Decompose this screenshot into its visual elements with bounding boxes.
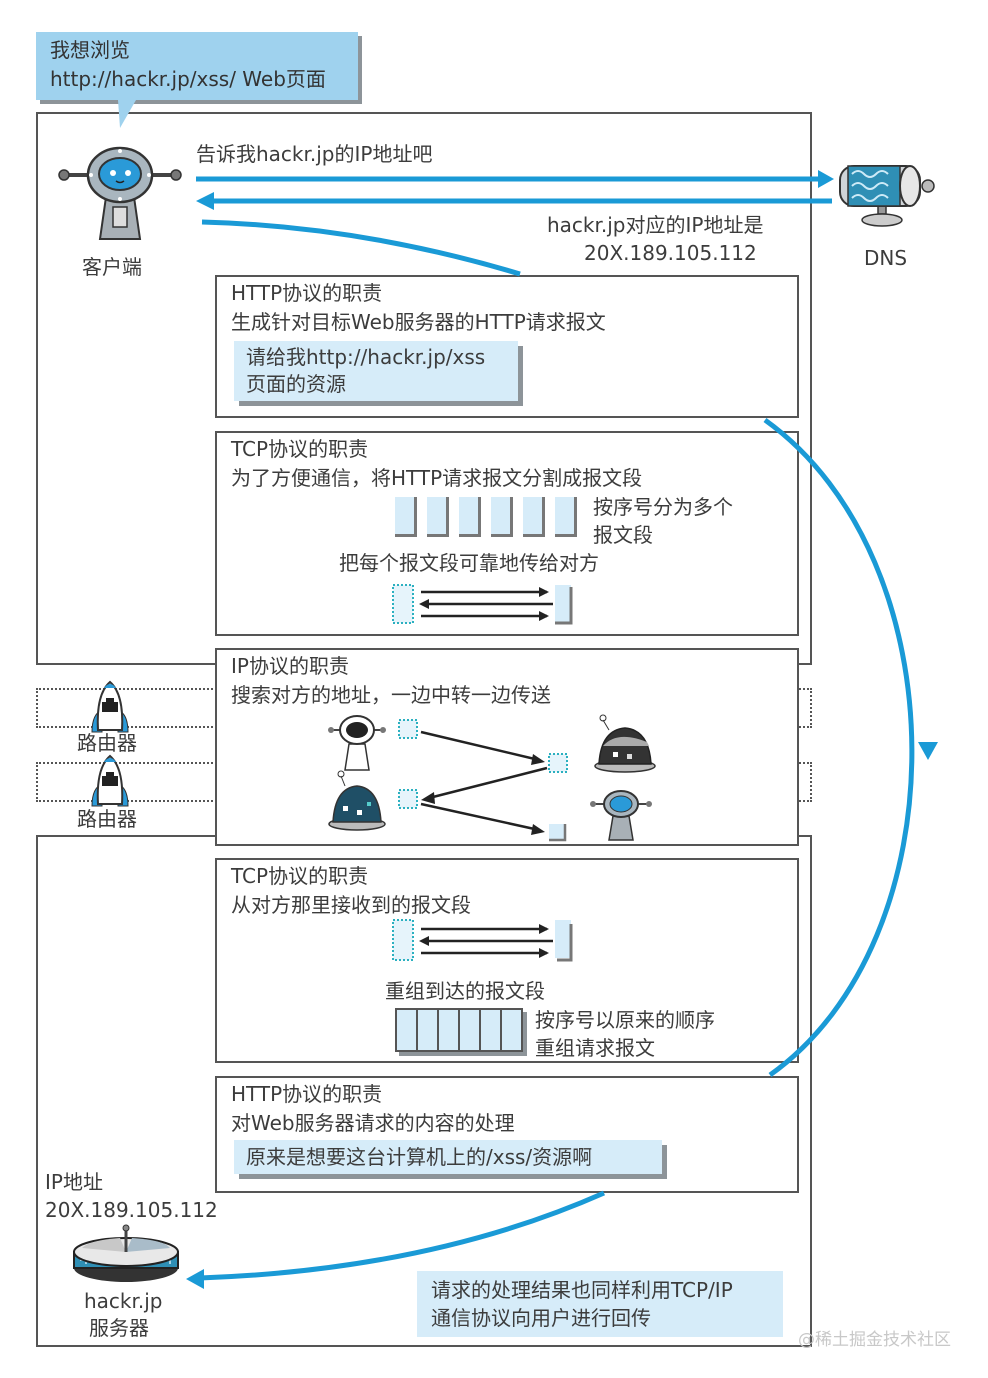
reassembled-segment (502, 1010, 521, 1050)
ip-routing-diagram (328, 714, 656, 842)
message-segment (459, 497, 481, 537)
segments-label-line-1: 按序号分为多个 (593, 495, 733, 519)
reliable-transfer-diagram (392, 584, 573, 625)
http-server-panel: HTTP协议的职责 对Web服务器请求的内容的处理 原来是想要这台计算机上的/x… (215, 1076, 799, 1193)
dns-server-icon (832, 160, 940, 230)
dns-response-line-2: 20X.189.105.112 (584, 241, 757, 265)
reassemble-label: 重组到达的报文段 (385, 979, 545, 1003)
return-note: 请求的处理结果也同样利用TCP/IP 通信协议向用户进行回传 (417, 1271, 783, 1337)
tcp-client-panel: TCP协议的职责 为了方便通信，将HTTP请求报文分割成报文段 按序号分为多个 … (215, 431, 799, 636)
http-request-note-line-1: 请给我http://hackr.jp/xss (246, 345, 486, 369)
robot-blue-icon (590, 790, 652, 841)
reassembled-segment (460, 1010, 481, 1050)
speech-line-2: http://hackr.jp/xss/ Web页面 (50, 67, 326, 91)
order-label-line-1: 按序号以原来的顺序 (535, 1008, 715, 1032)
router-rocket-icon (88, 680, 132, 734)
reassembled-segment (481, 1010, 502, 1050)
ip-desc: 搜索对方的地址，一边中转一边传送 (231, 683, 551, 707)
http-client-title: HTTP协议的职责 (231, 281, 383, 305)
message-segment (523, 497, 545, 537)
return-note-line-2: 通信协议向用户进行回传 (431, 1306, 651, 1330)
dome-robot-grey-icon (594, 714, 656, 773)
router-label-2: 路由器 (77, 807, 137, 831)
watermark: @稀土掘金技术社区 (798, 1330, 951, 1350)
order-label-line-2: 重组请求报文 (535, 1036, 655, 1060)
segments-label-line-2: 报文段 (593, 523, 653, 547)
reliable-receive-diagram (392, 919, 573, 962)
transfer-label: 把每个报文段可靠地传给对方 (339, 551, 599, 575)
http-server-desc: 对Web服务器请求的内容的处理 (231, 1111, 515, 1135)
server-ip-value: 20X.189.105.112 (45, 1198, 218, 1222)
reassembled-segment (418, 1010, 439, 1050)
http-server-note-text: 原来是想要这台计算机上的/xss/资源啊 (246, 1145, 593, 1169)
reassembled-segment (439, 1010, 460, 1050)
client-label: 客户端 (82, 255, 142, 279)
tcp-server-desc: 从对方那里接收到的报文段 (231, 893, 471, 917)
robot-client-icon (58, 145, 182, 245)
reassembled-segments (395, 1008, 523, 1052)
ip-title: IP协议的职责 (231, 654, 349, 678)
return-note-line-1: 请求的处理结果也同样利用TCP/IP (431, 1278, 733, 1302)
server-ip-label: IP地址 (45, 1170, 103, 1194)
http-server-title: HTTP协议的职责 (231, 1082, 383, 1106)
dns-query-text: 告诉我hackr.jp的IP地址吧 (196, 142, 433, 166)
ip-panel: IP协议的职责 搜索对方的地址，一边中转一边传送 (215, 648, 799, 846)
segment-row (395, 497, 585, 541)
tcp-server-panel: TCP协议的职责 从对方那里接收到的报文段 重组到达的报文段 按序号以原来的顺序… (215, 858, 799, 1063)
robot-black-icon (328, 715, 386, 771)
reassembled-segment (397, 1010, 418, 1050)
http-client-desc: 生成针对目标Web服务器的HTTP请求报文 (231, 310, 606, 334)
tcp-client-title: TCP协议的职责 (231, 437, 369, 461)
message-segment (491, 497, 513, 537)
router-rocket-icon (88, 754, 132, 808)
tcp-client-desc: 为了方便通信，将HTTP请求报文分割成报文段 (231, 466, 643, 490)
http-request-note-line-2: 页面的资源 (246, 372, 346, 396)
dome-robot-icon (328, 770, 386, 831)
dns-label: DNS (864, 246, 908, 270)
speech-bubble: 我想浏览 http://hackr.jp/xss/ Web页面 (36, 32, 358, 100)
server-name-line-2: 服务器 (89, 1316, 149, 1340)
message-segment (395, 497, 417, 537)
dns-response-line-1: hackr.jp对应的IP地址是 (547, 213, 764, 237)
router-label-1: 路由器 (77, 731, 137, 755)
tcp-server-title: TCP协议的职责 (231, 864, 369, 888)
server-name-line-1: hackr.jp (84, 1289, 163, 1313)
http-client-panel: HTTP协议的职责 生成针对目标Web服务器的HTTP请求报文 请给我http:… (215, 275, 799, 418)
message-segment (555, 497, 577, 537)
http-server-note: 原来是想要这台计算机上的/xss/资源啊 (234, 1140, 662, 1174)
server-disc-icon (70, 1224, 182, 1286)
http-request-note: 请给我http://hackr.jp/xss 页面的资源 (234, 341, 518, 401)
speech-line-1: 我想浏览 (50, 38, 130, 62)
message-segment (427, 497, 449, 537)
